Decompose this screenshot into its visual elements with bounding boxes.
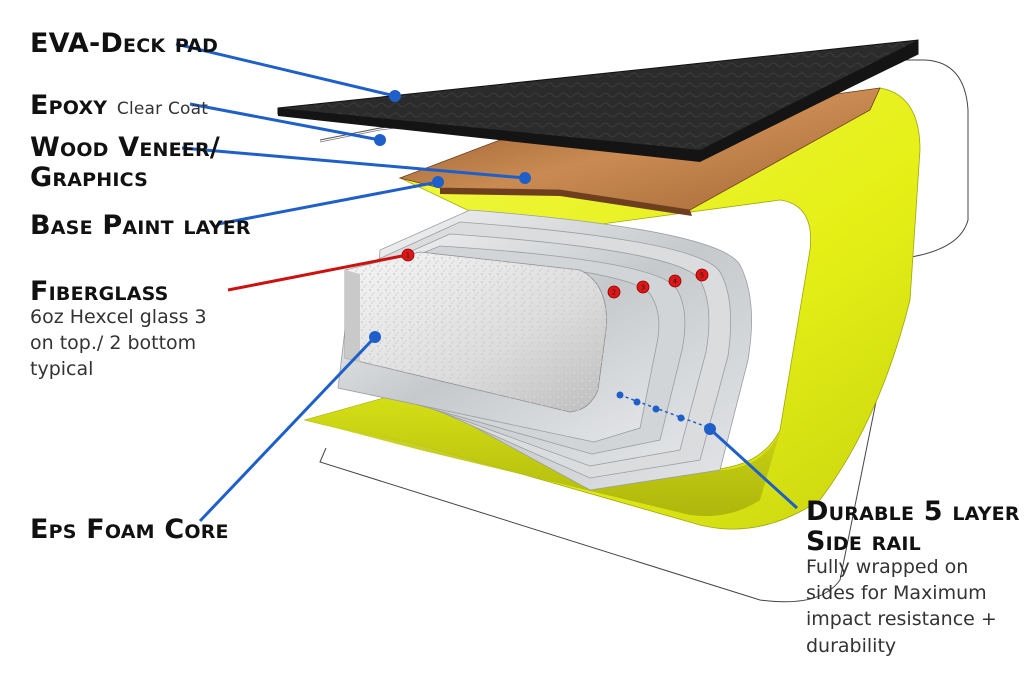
leader-dot-wood-veneer [519,172,531,184]
fiberglass-desc-line: typical [30,358,94,381]
svg-text:5: 5 [700,272,704,280]
leader-dot-eps-core [369,331,381,343]
layer-marker: 1 [401,248,415,262]
layer-marker: 2 [607,285,621,299]
side-rail-desc-line: Fully wrapped on [806,556,969,578]
board-outline [319,59,969,603]
label-eps-foam-core: Eps Foam Core [30,514,229,545]
layer-marker: 3 [636,280,650,294]
label-side-rail-line2: Side rail [806,526,921,557]
leader-wood-veneer [181,146,526,180]
leader-deck-pad [175,42,396,98]
label-eva-deck-pad: EVA-Deck pad [30,28,219,59]
label-epoxy-text: Epoxy [30,90,108,121]
label-base-paint: Base Paint layer [30,210,251,241]
side-rail-desc-line: impact resistance + [806,608,997,631]
layer-marker: 4 [668,274,682,288]
label-epoxy: Epoxy Clear Coat [30,92,208,119]
side-rail-dots [616,391,711,429]
svg-text:2: 2 [612,289,616,297]
layer-markers: 1 2 3 4 5 [401,248,709,299]
label-fiberglass: Fiberglass [30,276,169,307]
fiberglass-desc-line: on top./ 2 bottom [30,332,197,355]
side-rail-desc-line: sides for Maximum [806,582,987,605]
fiberglass-desc-line: 6oz Hexcel glass 3 [30,306,207,328]
wood-veneer-edge [440,188,692,216]
leader-dot-epoxy [374,134,386,146]
svg-text:3: 3 [641,284,645,292]
side-rail-desc-line: durability [806,634,897,657]
leader-dot-base-paint [432,176,444,188]
leader-dot-deck-pad [389,90,401,102]
fiberglass-description: 6oz Hexcel glass 3 on top./ 2 bottom typ… [30,304,207,383]
label-side-rail-line1: Durable 5 layer [806,496,1020,527]
leader-dot-side-rail [704,423,716,435]
label-wood-veneer-line2: Graphics [30,162,148,193]
leader-side-rail [708,427,799,510]
leader-base-paint [217,180,439,226]
label-wood-veneer-line1: Wood Veneer/ [30,132,220,163]
eps-foam-texture [345,252,607,412]
svg-text:4: 4 [673,278,678,286]
leader-lines [175,42,799,523]
layer-marker: 5 [695,268,709,282]
svg-text:1: 1 [406,252,410,260]
leader-epoxy [189,102,381,142]
eva-deck-pad-edge [278,40,918,162]
leader-fiberglass [227,254,403,292]
leader-eps-core [198,335,377,523]
eps-foam-side [345,270,360,362]
label-epoxy-sub: Clear Coat [116,99,209,119]
side-rail-description: Fully wrapped on sides for Maximum impac… [806,554,997,659]
